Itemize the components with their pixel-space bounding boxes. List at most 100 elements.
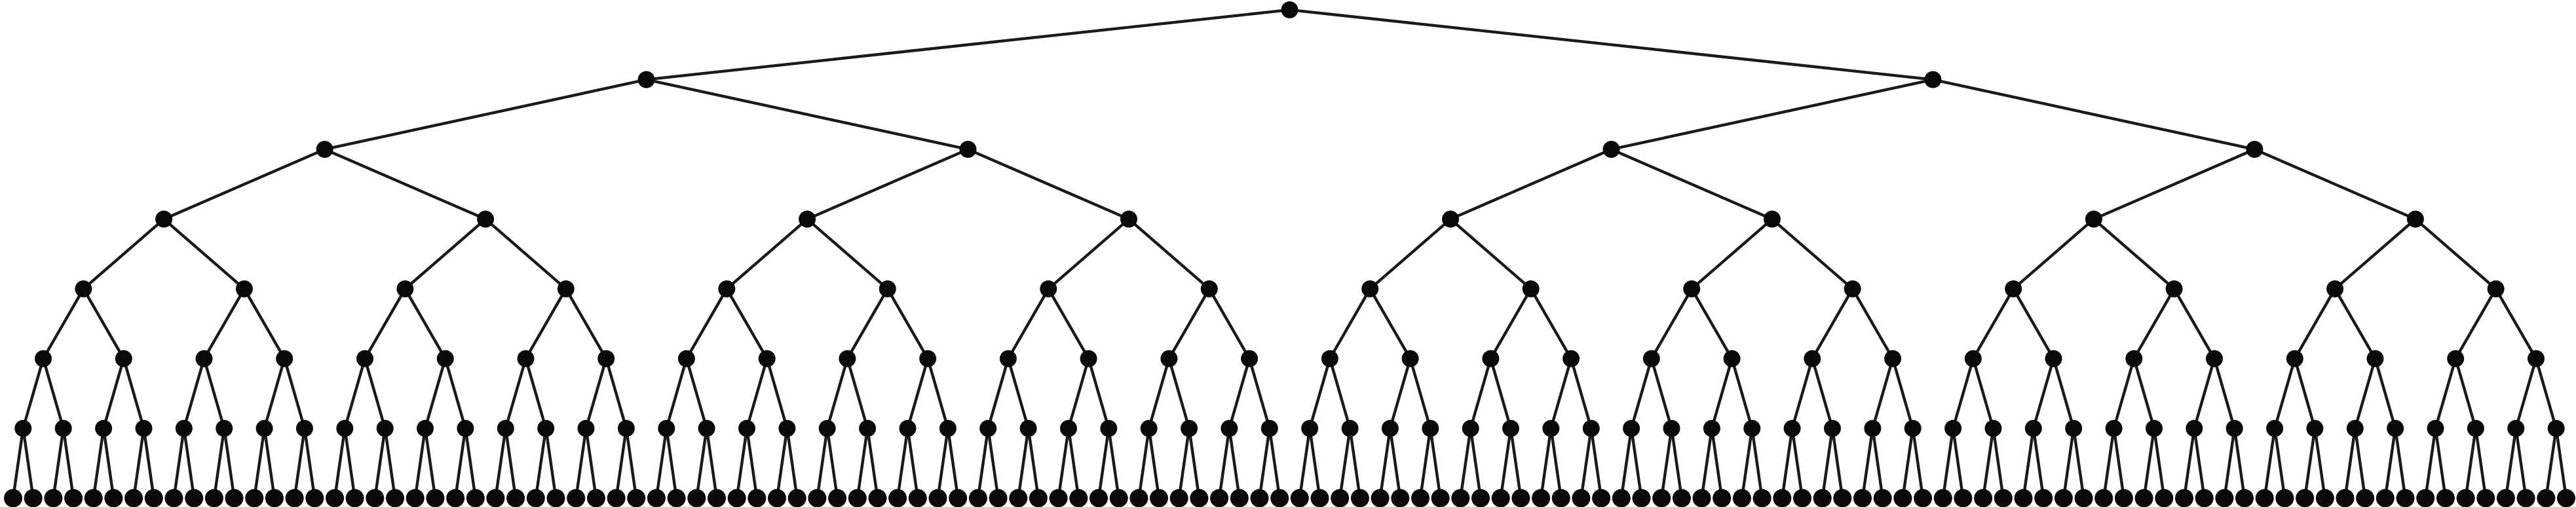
tree-node: [2246, 141, 2263, 158]
tree-edge: [1509, 428, 1523, 498]
tree-node: [617, 420, 635, 437]
tree-node: [517, 350, 535, 367]
tree-node: [2326, 280, 2344, 297]
tree-edge: [1147, 358, 1171, 429]
tree-leaf-node: [1371, 489, 1390, 507]
tree-edge: [162, 217, 246, 290]
tree-leaf-node: [1713, 489, 1732, 507]
tree-leaf-node: [84, 489, 103, 507]
tree-edge: [575, 428, 588, 498]
tree-edge: [2182, 428, 2196, 498]
tree-node: [1321, 350, 1338, 367]
tree-leaf-node: [1350, 489, 1369, 507]
tree-edge: [1660, 428, 1673, 498]
tree-edge: [1207, 288, 1251, 360]
tree-edge: [1951, 358, 1975, 429]
tree-node: [1160, 350, 1178, 367]
tree-edge: [2072, 428, 2085, 498]
tree-edge: [1830, 428, 1844, 498]
tree-edge: [2353, 358, 2377, 429]
tree-node: [1040, 280, 1057, 297]
tree-node: [818, 420, 836, 437]
tree-edge: [142, 428, 155, 498]
tree-node: [1563, 350, 1580, 367]
tree-node: [597, 350, 615, 367]
tree-node: [235, 280, 253, 297]
tree-node: [396, 280, 414, 297]
tree-node: [2206, 350, 2223, 367]
tree-edge: [695, 428, 708, 498]
tree-leaf-node: [1873, 489, 1892, 507]
tree-edge: [2152, 428, 2166, 498]
tree-node: [1181, 420, 1198, 437]
tree-edge: [494, 428, 507, 498]
tree-edge: [102, 358, 125, 429]
tree-node: [256, 420, 273, 437]
tree-edge: [1369, 288, 1412, 360]
tree-node: [2547, 420, 2565, 437]
tree-node: [1019, 420, 1037, 437]
tree-leaf-node: [1672, 489, 1691, 507]
tree-edge: [2233, 428, 2246, 498]
tree-edge: [1308, 358, 1332, 429]
tree-edge: [1790, 358, 1814, 429]
tree-edge: [293, 428, 307, 498]
tree-leaf-node: [2034, 489, 2053, 507]
tree-edge: [1650, 288, 1694, 360]
tree-node: [95, 420, 113, 437]
tree-edge: [1167, 358, 1191, 429]
tree-edge: [253, 428, 266, 498]
tree-leaf-node: [586, 489, 605, 507]
tree-node: [1361, 280, 1379, 297]
tree-node: [658, 420, 675, 437]
tree-edge: [1450, 147, 1612, 221]
tree-leaf-node: [44, 489, 63, 507]
tree-edge: [1790, 428, 1804, 498]
tree-edge: [2052, 358, 2075, 429]
tree-edge: [654, 428, 668, 498]
tree-leaf-node: [2416, 489, 2435, 507]
tree-node: [276, 350, 294, 367]
tree-node: [1301, 420, 1319, 437]
tree-edge: [1087, 358, 1110, 429]
tree-edge: [2504, 428, 2518, 498]
tree-leaf-node: [1491, 489, 1510, 507]
tree-node: [1824, 420, 1841, 437]
tree-edge: [1499, 428, 1513, 498]
tree-node: [2507, 420, 2525, 437]
tree-edge: [1147, 428, 1161, 498]
tree-leaf-node: [2476, 489, 2495, 507]
tree-leaf-node: [1652, 489, 1671, 507]
tree-node: [497, 420, 514, 437]
tree-edge: [665, 428, 678, 498]
tree-edge: [926, 358, 950, 429]
tree-edge: [444, 358, 467, 429]
tree-node: [436, 350, 454, 367]
tree-node: [1200, 280, 1218, 297]
tree-edge: [283, 358, 307, 429]
tree-edge: [122, 358, 145, 429]
tree-node: [1723, 350, 1741, 367]
tree-node: [859, 420, 877, 437]
tree-node: [316, 141, 333, 158]
tree-node: [2447, 350, 2465, 367]
tree-edge: [2142, 428, 2156, 498]
tree-edge: [2254, 147, 2416, 221]
tree-leaf-node: [2235, 489, 2254, 507]
tree-leaf-node: [2336, 489, 2355, 507]
tree-leaf-node: [1210, 489, 1229, 507]
tree-edge: [906, 358, 930, 429]
tree-node: [1241, 350, 1259, 367]
tree-leaf-node: [567, 489, 586, 507]
tree-leaf-node: [345, 489, 364, 507]
tree-leaf-node: [1572, 489, 1591, 507]
tree-leaf-node: [2396, 489, 2415, 507]
tree-edge: [624, 428, 638, 498]
tree-node: [1763, 210, 1781, 228]
tree-leaf-node: [1793, 489, 1811, 507]
tree-edge: [584, 428, 598, 498]
tree-node: [2266, 420, 2284, 437]
tree-node: [1260, 420, 1278, 437]
tree-edge: [2032, 358, 2055, 429]
tree-edge: [2132, 288, 2176, 360]
